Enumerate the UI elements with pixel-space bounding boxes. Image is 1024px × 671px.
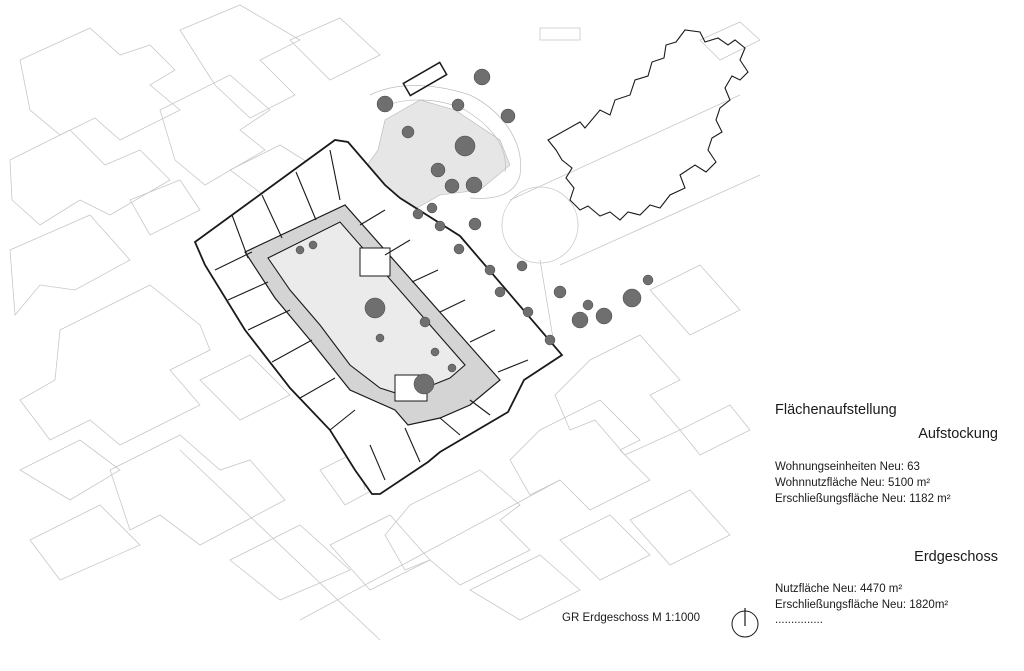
church-outline (547, 29, 749, 221)
courtyard-pavilion (359, 247, 391, 277)
round-plaza (501, 186, 579, 264)
plan-caption: GR Erdgeschoss M 1:1000 (562, 612, 701, 624)
legend-line: Erschließungsfläche Neu: 1820m² (775, 599, 949, 611)
legend-line: Erschließungsfläche Neu: 1182 m² (775, 493, 951, 505)
north-arrow-icon (731, 608, 759, 638)
legend-line: Wohnungseinheiten Neu: 63 (775, 461, 920, 473)
legend-heading-erdgeschoss: Erdgeschoss (914, 549, 998, 565)
trees (295, 68, 654, 395)
legend-line: Wohnnutzfläche Neu: 5100 m² (775, 477, 931, 489)
legend-line: Nutzfläche Neu: 4470 m² (775, 583, 903, 595)
context-buildings (9, 4, 761, 641)
legend-heading-aufstockung: Aufstockung (918, 426, 998, 442)
unit-walls (214, 149, 529, 481)
legend-line: ............... (775, 614, 823, 626)
pavilion (402, 61, 448, 97)
legend-title: Flächenaufstellung (775, 402, 897, 418)
